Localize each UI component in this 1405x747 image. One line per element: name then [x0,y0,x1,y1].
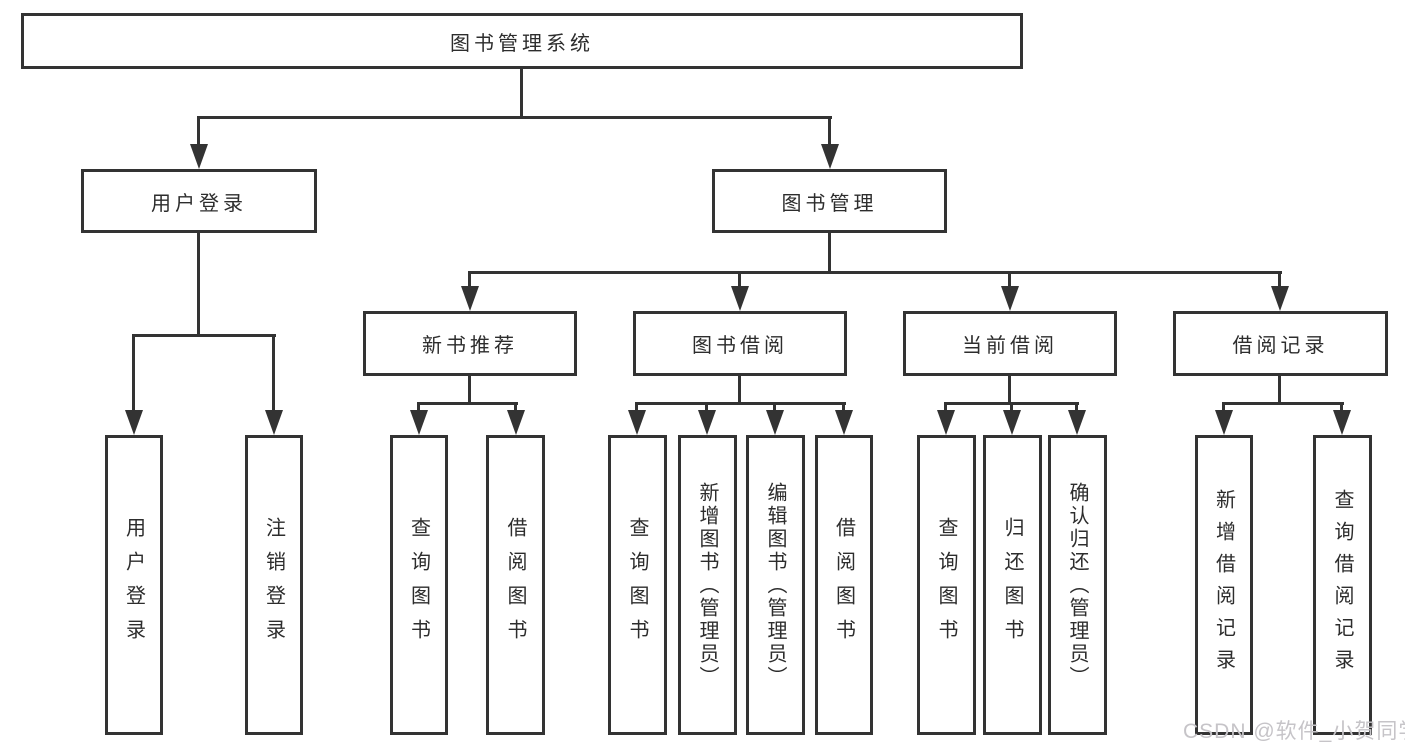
csdn-watermark: CSDN @软件_小贺同学 [1183,720,1405,743]
node-label: 用户登录 [151,192,247,215]
node-label: 新增借阅记录 [1212,489,1235,681]
arrow-head [1271,286,1289,311]
node-label: 新增图书（管理员） [696,481,718,689]
connector-line [468,376,471,404]
connector-line [1278,376,1281,404]
node-new-book-recommend: 新书推荐 [363,311,577,376]
arrow-head [1001,286,1019,311]
node-label: 借阅图书 [832,517,855,653]
connector-line [132,335,135,429]
node-leaf-return-book: 归还图书 [983,435,1042,735]
arrow-head [125,410,143,435]
node-label: 查询借阅记录 [1331,489,1353,681]
arrow-head [628,410,646,435]
node-library-management-system: 图书管理系统 [21,13,1023,69]
node-label: 当前借阅 [962,335,1058,357]
arrow-head [698,410,716,435]
connector-line [828,233,831,273]
arrow-head [821,144,839,169]
node-leaf-borrow-book: 借阅图书 [815,435,873,735]
node-leaf-edit-book-admin: 编辑图书（管理员） [746,435,805,735]
node-label: 新书推荐 [422,335,518,357]
arrow-head [461,286,479,311]
connector-line [1222,402,1344,405]
connector-line [828,117,831,163]
node-label: 注销登录 [262,517,285,653]
connector-line [417,402,518,405]
node-book-management: 图书管理 [712,169,947,233]
arrow-head [1215,410,1233,435]
node-label: 用户登录 [122,517,145,653]
node-label: 查询图书 [626,517,648,653]
connector-line [272,335,275,429]
node-label: 图书管理 [781,192,878,215]
connector-line [738,376,741,404]
node-label: 图书管理系统 [450,32,594,55]
node-label: 图书借阅 [692,335,788,357]
connector-line [197,233,200,336]
node-label: 查询图书 [935,517,957,653]
connector-line [1008,376,1011,404]
arrow-head [1003,410,1021,435]
node-leaf-query-borrow-record: 查询借阅记录 [1313,435,1372,735]
connector-line [197,117,200,163]
arrow-head [265,410,283,435]
node-label: 编辑图书（管理员） [764,481,786,689]
arrow-head [507,410,525,435]
connector-line [132,334,276,337]
node-label: 借阅图书 [504,517,526,653]
arrow-head [937,410,955,435]
node-user-login: 用户登录 [81,169,317,233]
arrow-head [766,410,784,435]
node-leaf-logout: 注销登录 [245,435,303,735]
connector-line [468,271,1282,274]
node-label: 归还图书 [1001,517,1023,653]
node-current-borrowing: 当前借阅 [903,311,1117,376]
node-leaf-add-book-admin: 新增图书（管理员） [678,435,737,735]
arrow-head [1068,410,1086,435]
node-leaf-query-book-current: 查询图书 [917,435,976,735]
arrow-head [835,410,853,435]
arrow-head [1333,410,1351,435]
node-label: 确认归还（管理员） [1066,481,1088,689]
node-leaf-query-book-recommend: 查询图书 [390,435,448,735]
node-label: 查询图书 [407,517,430,653]
node-label: 借阅记录 [1232,335,1329,357]
arrow-head [410,410,428,435]
arrow-head [731,286,749,311]
node-leaf-borrow-book-recommend: 借阅图书 [486,435,545,735]
connector-line [520,69,523,118]
node-book-borrowing: 图书借阅 [633,311,847,376]
node-leaf-user-login: 用户登录 [105,435,163,735]
arrow-head [190,144,208,169]
node-leaf-add-borrow-record: 新增借阅记录 [1195,435,1253,735]
node-borrowing-records: 借阅记录 [1173,311,1388,376]
connector-line [197,116,832,119]
node-leaf-query-book-borrow: 查询图书 [608,435,667,735]
node-leaf-confirm-return-admin: 确认归还（管理员） [1048,435,1107,735]
